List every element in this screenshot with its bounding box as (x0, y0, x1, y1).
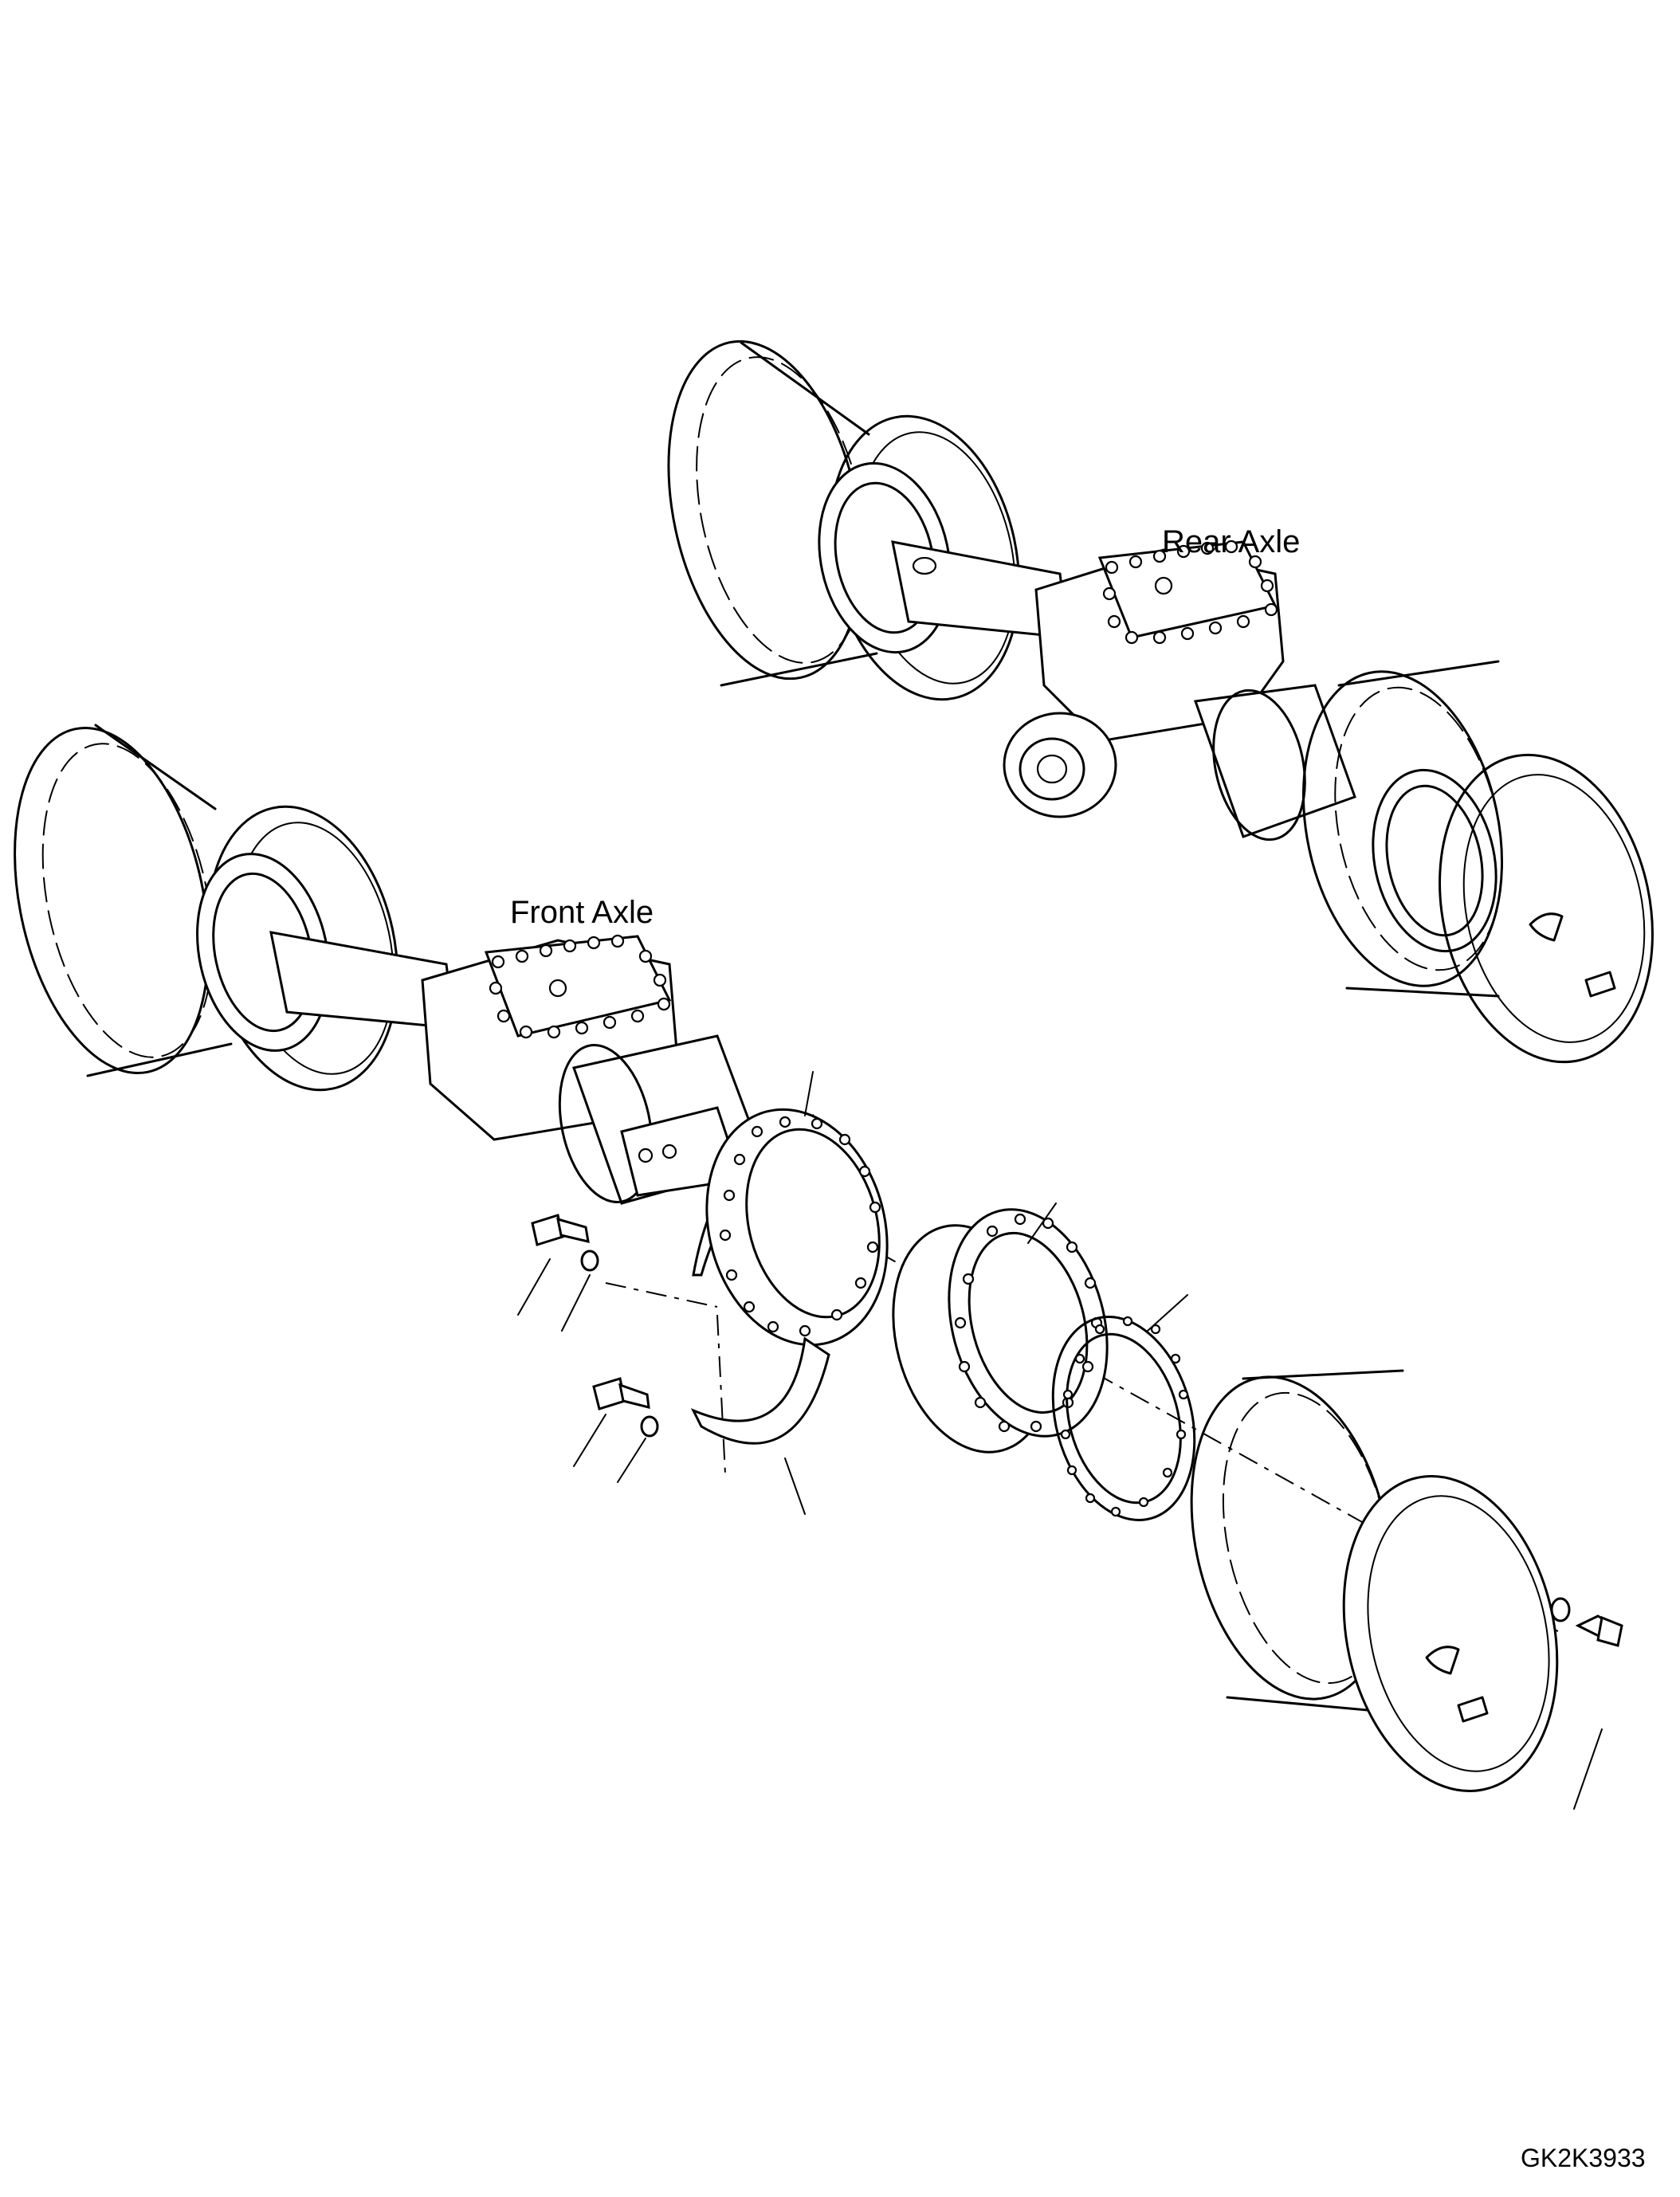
front-right-wheel-rim (1190, 1369, 1559, 1792)
leader-lines (517, 1071, 1603, 1810)
lower-washer (640, 1415, 659, 1438)
bolt-guide-line (605, 1282, 718, 1308)
front-left-wheel (14, 724, 399, 1092)
lower-brake-cover (690, 1336, 830, 1445)
upper-washer (580, 1250, 599, 1272)
spacer-drum (892, 1208, 1109, 1454)
wheel-bolt (1575, 1614, 1623, 1647)
drawing-code-label: GK2K3933 (1521, 2144, 1646, 2172)
rear-axle-label: Rear Axle (1162, 524, 1301, 559)
front-housing-bolts (489, 934, 671, 1039)
wheel-washer (1550, 1597, 1571, 1622)
shim-ring (1051, 1316, 1196, 1521)
exploded-parts (517, 1071, 1623, 1810)
rear-right-wheel (1301, 660, 1654, 1064)
fasteners (531, 1214, 1623, 1647)
cover-guide-line (716, 1314, 726, 1475)
lower-bolt (592, 1377, 650, 1410)
rear-left-wheel (667, 339, 1021, 701)
hub-flange (705, 1108, 889, 1347)
upper-bolt (531, 1214, 590, 1246)
rear-axle-assembly (667, 339, 1654, 1064)
front-axle-label: Front Axle (510, 895, 654, 930)
front-axle-assembly (14, 724, 767, 1205)
rear-axle-housing (891, 539, 1356, 842)
rear-housing-bolts (1102, 539, 1278, 645)
